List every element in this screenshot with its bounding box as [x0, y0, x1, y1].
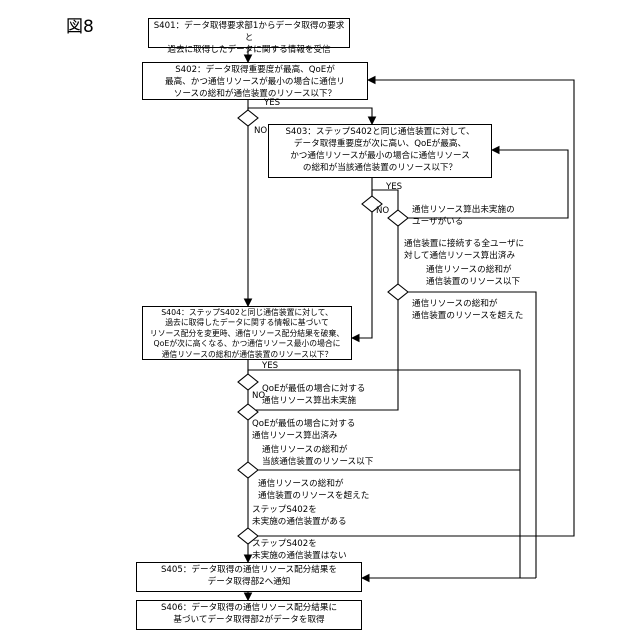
condition-c6: QoEが最低の場合に対する 通信リソース算出済み [252, 418, 355, 442]
step-s404: S404：ステップS402と同じ通信装置に対して、 過去に取得したデータに関する… [142, 306, 352, 360]
yes-label-1: YES [264, 98, 280, 108]
decision-diamond-4 [388, 284, 408, 300]
condition-c4: 通信リソースの総和が 通信装置のリソースを超えた [412, 298, 523, 322]
yes-label-3: YES [262, 361, 278, 371]
condition-c1: 通信リソース算出未実施の ユーザがいる [412, 204, 515, 228]
condition-c2: 通信装置に接続する全ユーザに 対して通信リソース算出済み [404, 238, 524, 262]
step-s401: S401：データ取得要求部1からデータ取得の要求と 過去に取得したデータに関する… [148, 18, 350, 48]
condition-c10: ステップS402を 未実施の通信装置はない [252, 538, 347, 562]
step-s402: S402：データ取得重要度が最高、QoEが 最高、かつ通信リソースが最小の場合に… [142, 62, 368, 100]
decision-diamond-5 [238, 374, 258, 390]
decision-diamond-7 [238, 462, 258, 478]
condition-c5: QoEが最低の場合に対する 通信リソース算出未実施 [262, 383, 365, 407]
decision-diamond-1 [238, 110, 258, 126]
condition-c8: 通信リソースの総和が 通信装置のリソースを超えた [258, 478, 369, 502]
step-s403: S403：ステップS402と同じ通信装置に対して、 データ取得重要度が次に高い、… [268, 124, 492, 178]
yes-label-2: YES [386, 182, 402, 192]
no-label-1: NO [254, 126, 267, 136]
step-s406: S406：データ取得の通信リソース配分結果に 基づいてデータ取得部2がデータを取… [136, 600, 362, 630]
condition-c7: 通信リソースの総和が 当該通信装置のリソース以下 [262, 444, 373, 468]
condition-c3: 通信リソースの総和が 通信装置のリソース以下 [426, 264, 520, 288]
step-s405: S405：データ取得の通信リソース配分結果を データ取得部2へ通知 [136, 562, 362, 592]
decision-diamond-3 [388, 210, 408, 226]
no-label-2: NO [376, 206, 389, 216]
condition-c9: ステップS402を 未実施の通信装置がある [252, 504, 347, 528]
